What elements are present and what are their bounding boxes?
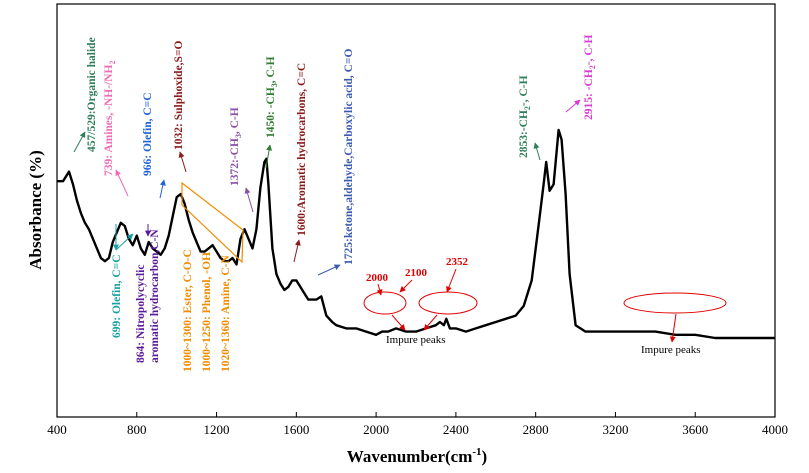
arrow-2853: [533, 142, 541, 161]
label-2915-sub: 2: [588, 65, 597, 69]
impure-label-left: Impure peaks: [386, 334, 446, 346]
x-tick-label-800: 800: [127, 422, 147, 437]
label-739-sub: 2: [108, 61, 117, 65]
label-2915-main: 2915: -CH: [583, 69, 595, 120]
impure-num-2000: 2000: [366, 272, 389, 284]
label-1450: 1450: -CH3, C-H: [265, 56, 279, 138]
arrow-1725: [317, 264, 341, 276]
arrow-2915: [565, 99, 581, 113]
arrow-739: [115, 169, 129, 197]
x-tick-label-3600: 3600: [682, 422, 708, 437]
label-2853: 2853:-CH2-, C-H: [518, 75, 532, 158]
arrow-1450: [265, 144, 273, 169]
label-2853-main: 2853:-CH: [518, 110, 530, 158]
label-2915: 2915: -CH2-, C-H: [583, 34, 597, 120]
spectrum-line: [57, 128, 775, 340]
label-699: 699: Olefin, C=C: [111, 254, 123, 338]
y-axis-title: Absorbance (%): [26, 150, 45, 269]
plot-frame: [56, 3, 776, 418]
impure-label-right: Impure peaks: [641, 344, 701, 356]
x-axis: 400 800 1200 1600 2000 2400 2800 3200 3600 4000: [47, 412, 788, 437]
label-1372: 1372:-CH3, C-H: [229, 107, 243, 186]
impure-arrow-l1: [391, 314, 406, 331]
x-tick-label-1600: 1600: [283, 422, 309, 437]
arrow-699-b: [115, 233, 134, 251]
impure-arrow-l2: [423, 314, 438, 331]
x-tick-label-2000: 2000: [363, 422, 389, 437]
x-tick-label-3200: 3200: [602, 422, 628, 437]
x-axis-title-close: ): [482, 447, 488, 466]
arrow-1600: [293, 239, 301, 263]
impure-ellipse-right: [623, 292, 727, 314]
x-tick-label-2800: 2800: [523, 422, 549, 437]
arrow-457-529: [73, 131, 86, 153]
label-2915-tail: -, C-H: [583, 34, 595, 65]
impure-arrow-2100: [399, 279, 413, 293]
label-864-line2: aromatic hydrocarbon,C-N: [149, 229, 161, 363]
label-2853-sub: 2: [523, 106, 532, 110]
label-1372-tail: , C-H: [229, 107, 241, 134]
x-axis-title-main: Wavenumber(cm: [347, 447, 473, 466]
label-2853-tail: -, C-H: [518, 75, 530, 106]
region-1000-1360-box: [181, 181, 244, 264]
impure-arrow-2000: [376, 283, 383, 296]
label-1450-sub: 3: [270, 83, 279, 87]
x-axis-title: Wavenumber(cm-1): [347, 446, 487, 466]
label-1372-sub: 3: [234, 134, 243, 138]
label-739-main: 739: Amines, -NH-/NH: [103, 64, 115, 176]
impure-ellipse-middle: [418, 291, 478, 315]
label-1000-1250: 1000~1250: Phenol, -OH: [201, 252, 213, 372]
label-864-line1: 864: Nitropolycyclic: [135, 265, 147, 363]
label-1000-1300: 1000~1300: Ester, C-O-C: [182, 249, 194, 372]
label-1032: 1032: Sulphoxide,S=O: [173, 40, 185, 150]
label-457-529: 457/529:Organic halide: [86, 37, 98, 152]
arrow-1372: [244, 187, 254, 213]
x-tick-label-2400: 2400: [443, 422, 469, 437]
x-axis-title-sup: -1: [472, 446, 481, 458]
arrow-1032: [178, 151, 187, 173]
label-1020-1360: 1020~1360: Amine, C-N: [220, 254, 232, 372]
label-1450-tail: , C-H: [265, 56, 277, 83]
label-1450-main: 1450: -CH: [265, 87, 277, 138]
label-1600: 1600:Aromatic hydrocarbons, C=C: [296, 63, 308, 236]
x-tick-label-400: 400: [47, 422, 67, 437]
label-1725: 1725:ketone,aldehyde,Carboxylic acid, C=…: [343, 49, 355, 265]
arrow-966: [159, 179, 166, 199]
x-tick-label-4000: 4000: [762, 422, 788, 437]
x-tick-label-1200: 1200: [204, 422, 230, 437]
impure-arrow-r: [669, 313, 677, 343]
impure-ellipse-left: [363, 291, 407, 315]
impure-num-2100: 2100: [405, 267, 428, 279]
label-966: 966: Olefin, C=C: [142, 92, 154, 176]
label-1372-main: 1372:-CH: [229, 138, 241, 186]
impure-num-2352: 2352: [446, 256, 469, 268]
impure-arrow-2352: [446, 268, 457, 293]
label-739: 739: Amines, -NH-/NH2: [103, 61, 117, 176]
